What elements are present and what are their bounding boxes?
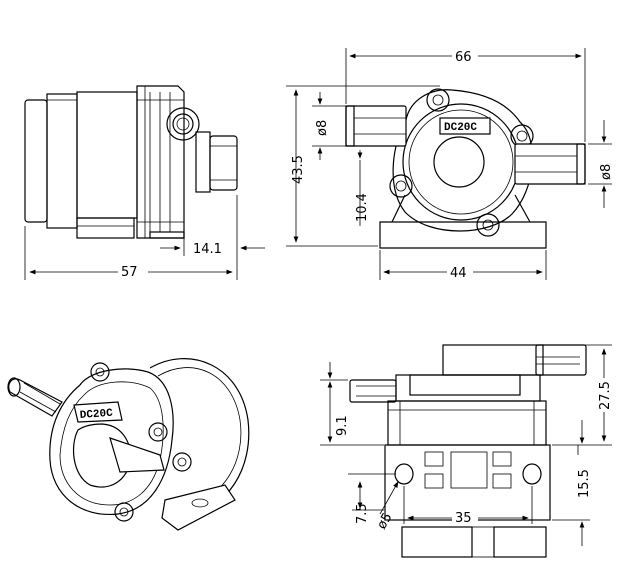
front-outlet-diameter: ø8 [599,164,614,180]
top-view [349,344,587,558]
front-view: DC20C [345,88,586,249]
front-model-label: DC20C [444,122,477,134]
side-outlet-dimension: 14.1 [193,242,222,257]
front-inlet-diameter: ø8 [315,120,330,136]
front-inlet-height: 10.4 [355,193,370,222]
side-view [24,85,238,239]
top-base-depth: 15.5 [577,469,592,498]
top-hole-offset: 7.5 [355,503,370,524]
top-dimensions: 27.5 9.1 15.5 35 7.5 ø5 [320,344,613,546]
front-base-dimension: 44 [450,266,467,281]
top-hole-spacing: 35 [455,511,472,526]
iso-model-label: DC20C [79,408,113,422]
top-height-dimension: 27.5 [598,381,613,410]
front-height-dimension: 43.5 [291,155,306,184]
front-dimensions: 66 43.5 ø8 10.4 ø8 44 [286,48,614,281]
side-dimensions: 57 14.1 [24,195,265,280]
top-hole-diameter: ø5 [374,510,395,532]
front-width-dimension: 66 [455,50,472,65]
side-width-dimension: 57 [121,265,138,280]
top-inlet-height: 9.1 [335,415,350,436]
isometric-view: DC20C [7,358,250,531]
